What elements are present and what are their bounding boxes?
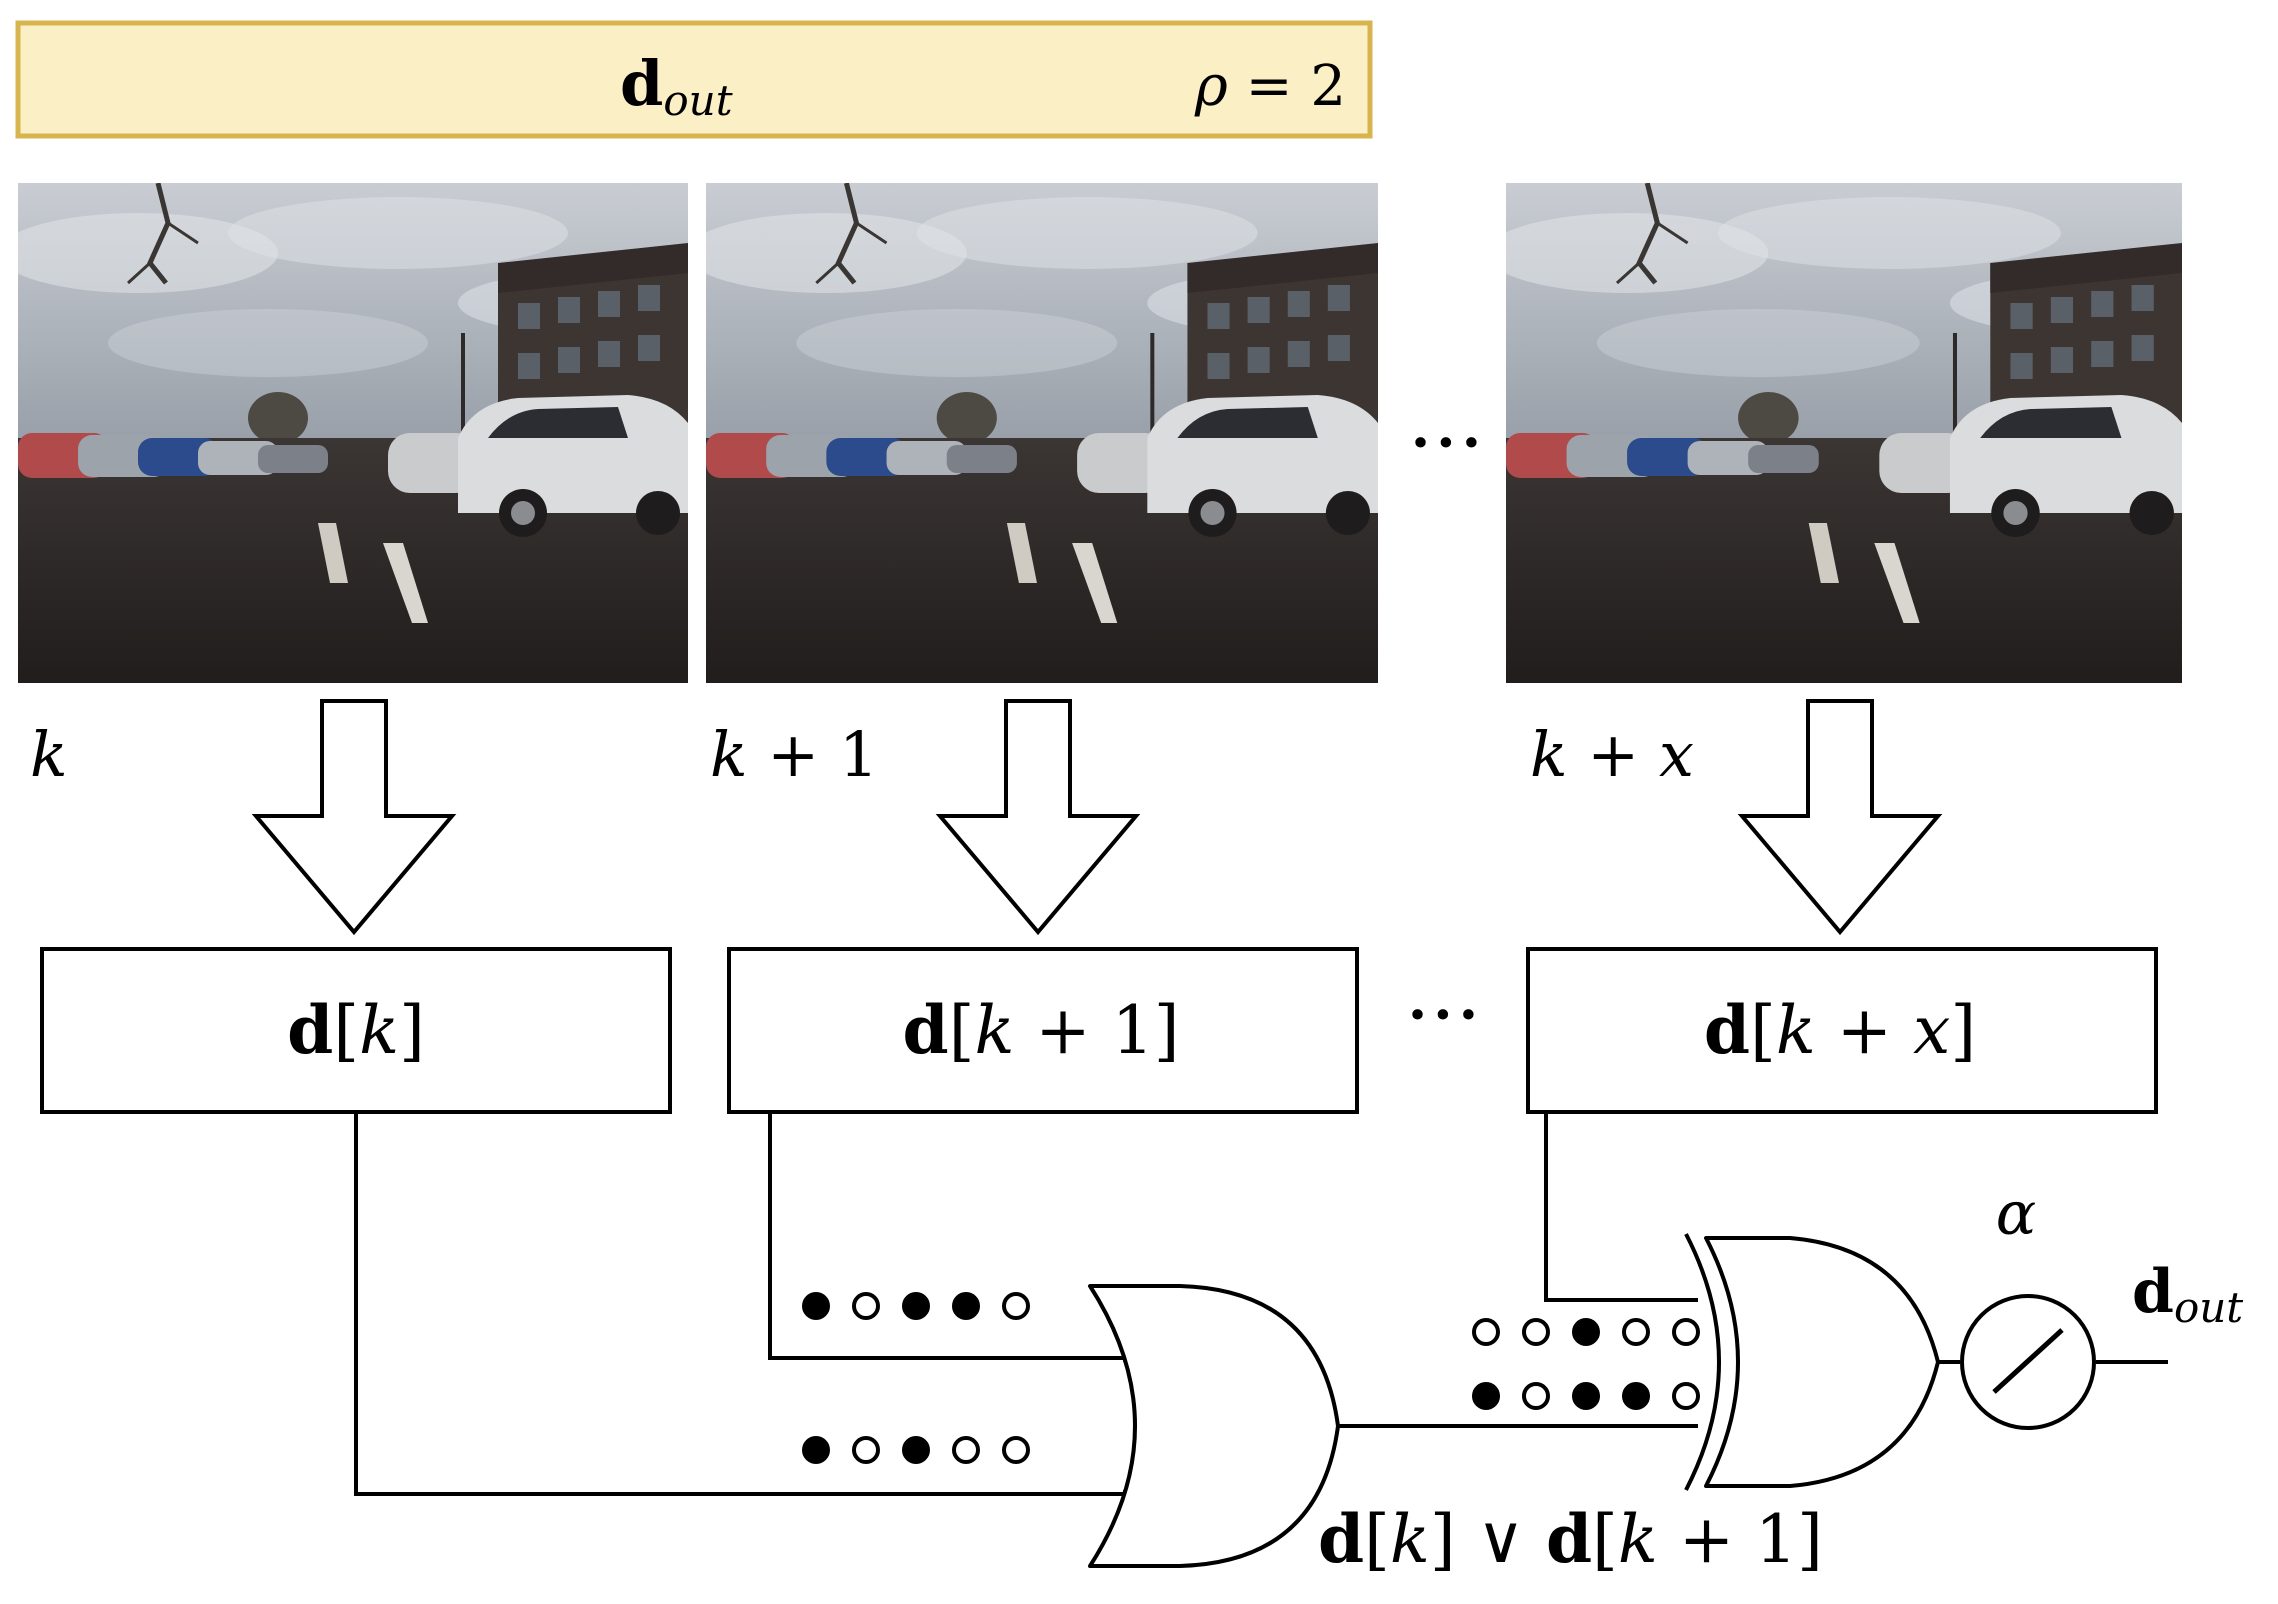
camera-frames: ···	[0, 183, 2192, 683]
bit-filled	[1572, 1382, 1600, 1410]
bit-empty	[952, 1436, 980, 1464]
bit-empty	[852, 1436, 880, 1464]
frame-k-plus-x	[1486, 183, 2192, 683]
detection-box-k-plus-x: d[k + x]	[1526, 947, 2158, 1114]
wire-box-k1-to-or	[768, 1112, 1133, 1362]
frames-ellipsis: ···	[1408, 396, 1484, 489]
header-banner: dout ρ = 2	[15, 20, 1373, 139]
down-arrow-3	[1737, 699, 1943, 936]
output-label: dout	[2132, 1257, 2243, 1332]
bit-filled	[1622, 1382, 1650, 1410]
bit-empty	[1472, 1318, 1500, 1346]
detection-box-k-label: d[k]	[287, 991, 425, 1069]
header-background	[15, 20, 1373, 139]
frame-label-k-plus-x: k + x	[1530, 718, 1694, 791]
bit-vector-or-input-bottom	[802, 1436, 1030, 1464]
xor-gate	[1684, 1233, 1940, 1491]
bit-empty	[1522, 1318, 1550, 1346]
alpha-scaling-element	[1960, 1294, 2096, 1430]
bit-filled	[952, 1292, 980, 1320]
header-rho-label: ρ = 2	[1194, 54, 1346, 119]
down-arrow-2	[935, 699, 1141, 936]
bit-filled	[802, 1436, 830, 1464]
bit-empty	[852, 1292, 880, 1320]
frame-label-k-plus-1: k + 1	[710, 718, 878, 791]
bit-empty	[1622, 1318, 1650, 1346]
frame-k-plus-1	[686, 183, 1388, 683]
frame-label-k: k	[30, 718, 68, 791]
bit-filled	[1472, 1382, 1500, 1410]
bit-filled	[902, 1436, 930, 1464]
frame-k	[0, 183, 698, 683]
header-title: dout	[620, 47, 733, 125]
detection-box-k-plus-1-label: d[k + 1]	[903, 991, 1180, 1069]
bit-filled	[902, 1292, 930, 1320]
bit-vector-or-input-top	[802, 1292, 1030, 1320]
bit-empty	[1672, 1318, 1700, 1346]
bit-vector-xor-input-top	[1472, 1318, 1700, 1346]
boxes-ellipsis: ···	[1405, 968, 1481, 1061]
bit-empty	[1002, 1436, 1030, 1464]
bit-empty	[1672, 1382, 1700, 1410]
bit-vector-xor-input-bottom	[1472, 1382, 1700, 1410]
wire-box-kx-to-xor	[1544, 1112, 1698, 1302]
detection-box-k-plus-x-label: d[k + x]	[1704, 991, 1976, 1069]
bit-filled	[1572, 1318, 1600, 1346]
bit-empty	[1522, 1382, 1550, 1410]
or-gate	[1088, 1284, 1340, 1568]
detection-box-k: d[k]	[40, 947, 672, 1114]
bit-empty	[1002, 1292, 1030, 1320]
down-arrow-1	[251, 699, 457, 936]
or-output-label: d[k] ∨ d[k + 1]	[1318, 1500, 1823, 1578]
wire-box-k-to-or	[354, 1112, 1133, 1498]
detection-box-k-plus-1: d[k + 1]	[727, 947, 1359, 1114]
bit-filled	[802, 1292, 830, 1320]
alpha-label: α	[1996, 1179, 2037, 1249]
